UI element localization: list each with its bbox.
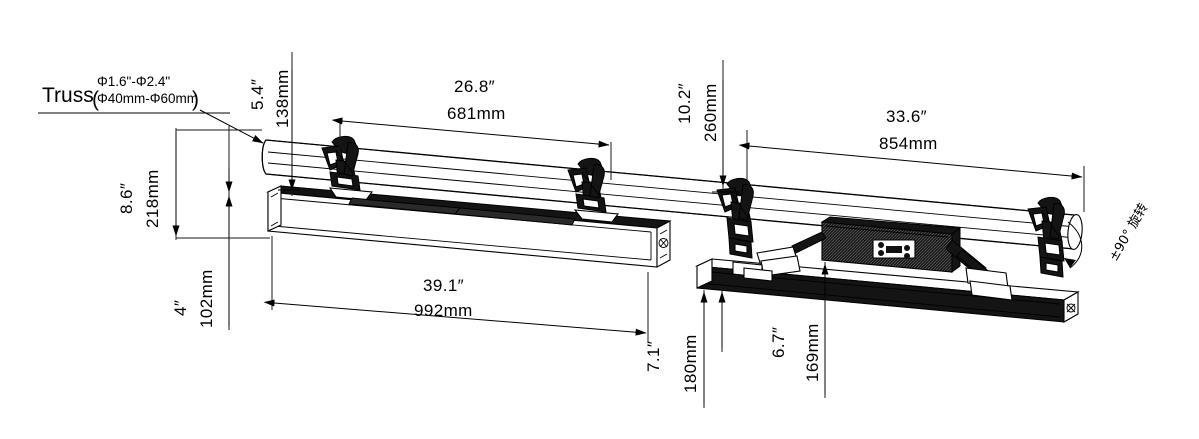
truss-spec-mm: Φ40mm-Φ60mm <box>97 91 198 106</box>
left-bar-fixture <box>266 185 672 268</box>
dim-label-right-clamp-height: 10.2″ 260mm <box>675 83 720 142</box>
dim-label-right-body-height: 6.7″ 169mm <box>769 323 822 382</box>
dim-clamp-offset-inch: 5.4″ <box>248 79 267 110</box>
dim-height-total-mm: 218mm <box>143 169 162 228</box>
dim-clamp-offset <box>278 52 300 196</box>
right-frame-fixture <box>694 216 1080 323</box>
dim-right-body-height-inch: 6.7″ <box>769 327 788 358</box>
dim-clamp-spacing-inch: 26.8″ <box>454 77 495 96</box>
dim-left-length <box>263 236 649 342</box>
dim-right-length <box>738 130 1085 212</box>
truss-label: Truss <box>42 84 94 107</box>
dim-left-length-mm: 992mm <box>414 301 473 320</box>
dim-clamp-spacing-mm: 681mm <box>447 104 506 123</box>
dim-right-clamp-height <box>712 60 740 193</box>
truss-leader <box>38 109 264 144</box>
dim-label-fixture-height: 4″ 102mm <box>171 269 216 328</box>
dim-right-length-mm: 854mm <box>879 134 938 153</box>
dim-right-clamp-height-inch: 10.2″ <box>675 83 694 124</box>
dim-label-right-length: 33.6″ 854mm <box>879 107 938 153</box>
truss-paren-open: ( <box>92 88 99 111</box>
dim-clamp-spacing <box>331 117 612 180</box>
truss-spec-inch: Φ1.6"-Φ2.4" <box>97 74 170 89</box>
dim-label-left-length: 39.1″ 992mm <box>414 276 473 320</box>
dim-fixture-height-mm: 102mm <box>197 269 216 328</box>
dim-clamp-offset-mm: 138mm <box>273 69 292 128</box>
dim-right-clamp-height-mm: 260mm <box>701 83 720 142</box>
truss-clamp-right-b <box>1027 196 1083 278</box>
dim-height-total-inch: 8.6″ <box>117 183 136 214</box>
dim-label-height-total: 8.6″ 218mm <box>117 169 162 228</box>
truss-label-group: Truss ( Φ1.6"-Φ2.4" Φ40mm-Φ60mm ) <box>42 74 199 111</box>
dim-fixture-height-inch: 4″ <box>171 300 190 316</box>
dim-right-body-height-mm: 169mm <box>803 323 822 382</box>
dim-fixture-height <box>225 194 270 330</box>
dim-label-right-base-drop: 7.1″ 180mm <box>644 334 700 393</box>
truss-paren-close: ) <box>192 88 199 111</box>
dim-label-clamp-spacing: 26.8″ 681mm <box>447 77 506 123</box>
dim-left-length-inch: 39.1″ <box>423 276 464 295</box>
dim-right-length-inch: 33.6″ <box>886 107 927 126</box>
dim-right-base-drop-mm: 180mm <box>681 334 700 393</box>
dim-label-clamp-offset: 5.4″ 138mm <box>248 69 292 128</box>
dim-right-base-drop-inch: 7.1″ <box>644 341 663 372</box>
truss-pipe-end-cap <box>1067 214 1083 250</box>
truss-clamp-left-b <box>567 157 607 213</box>
